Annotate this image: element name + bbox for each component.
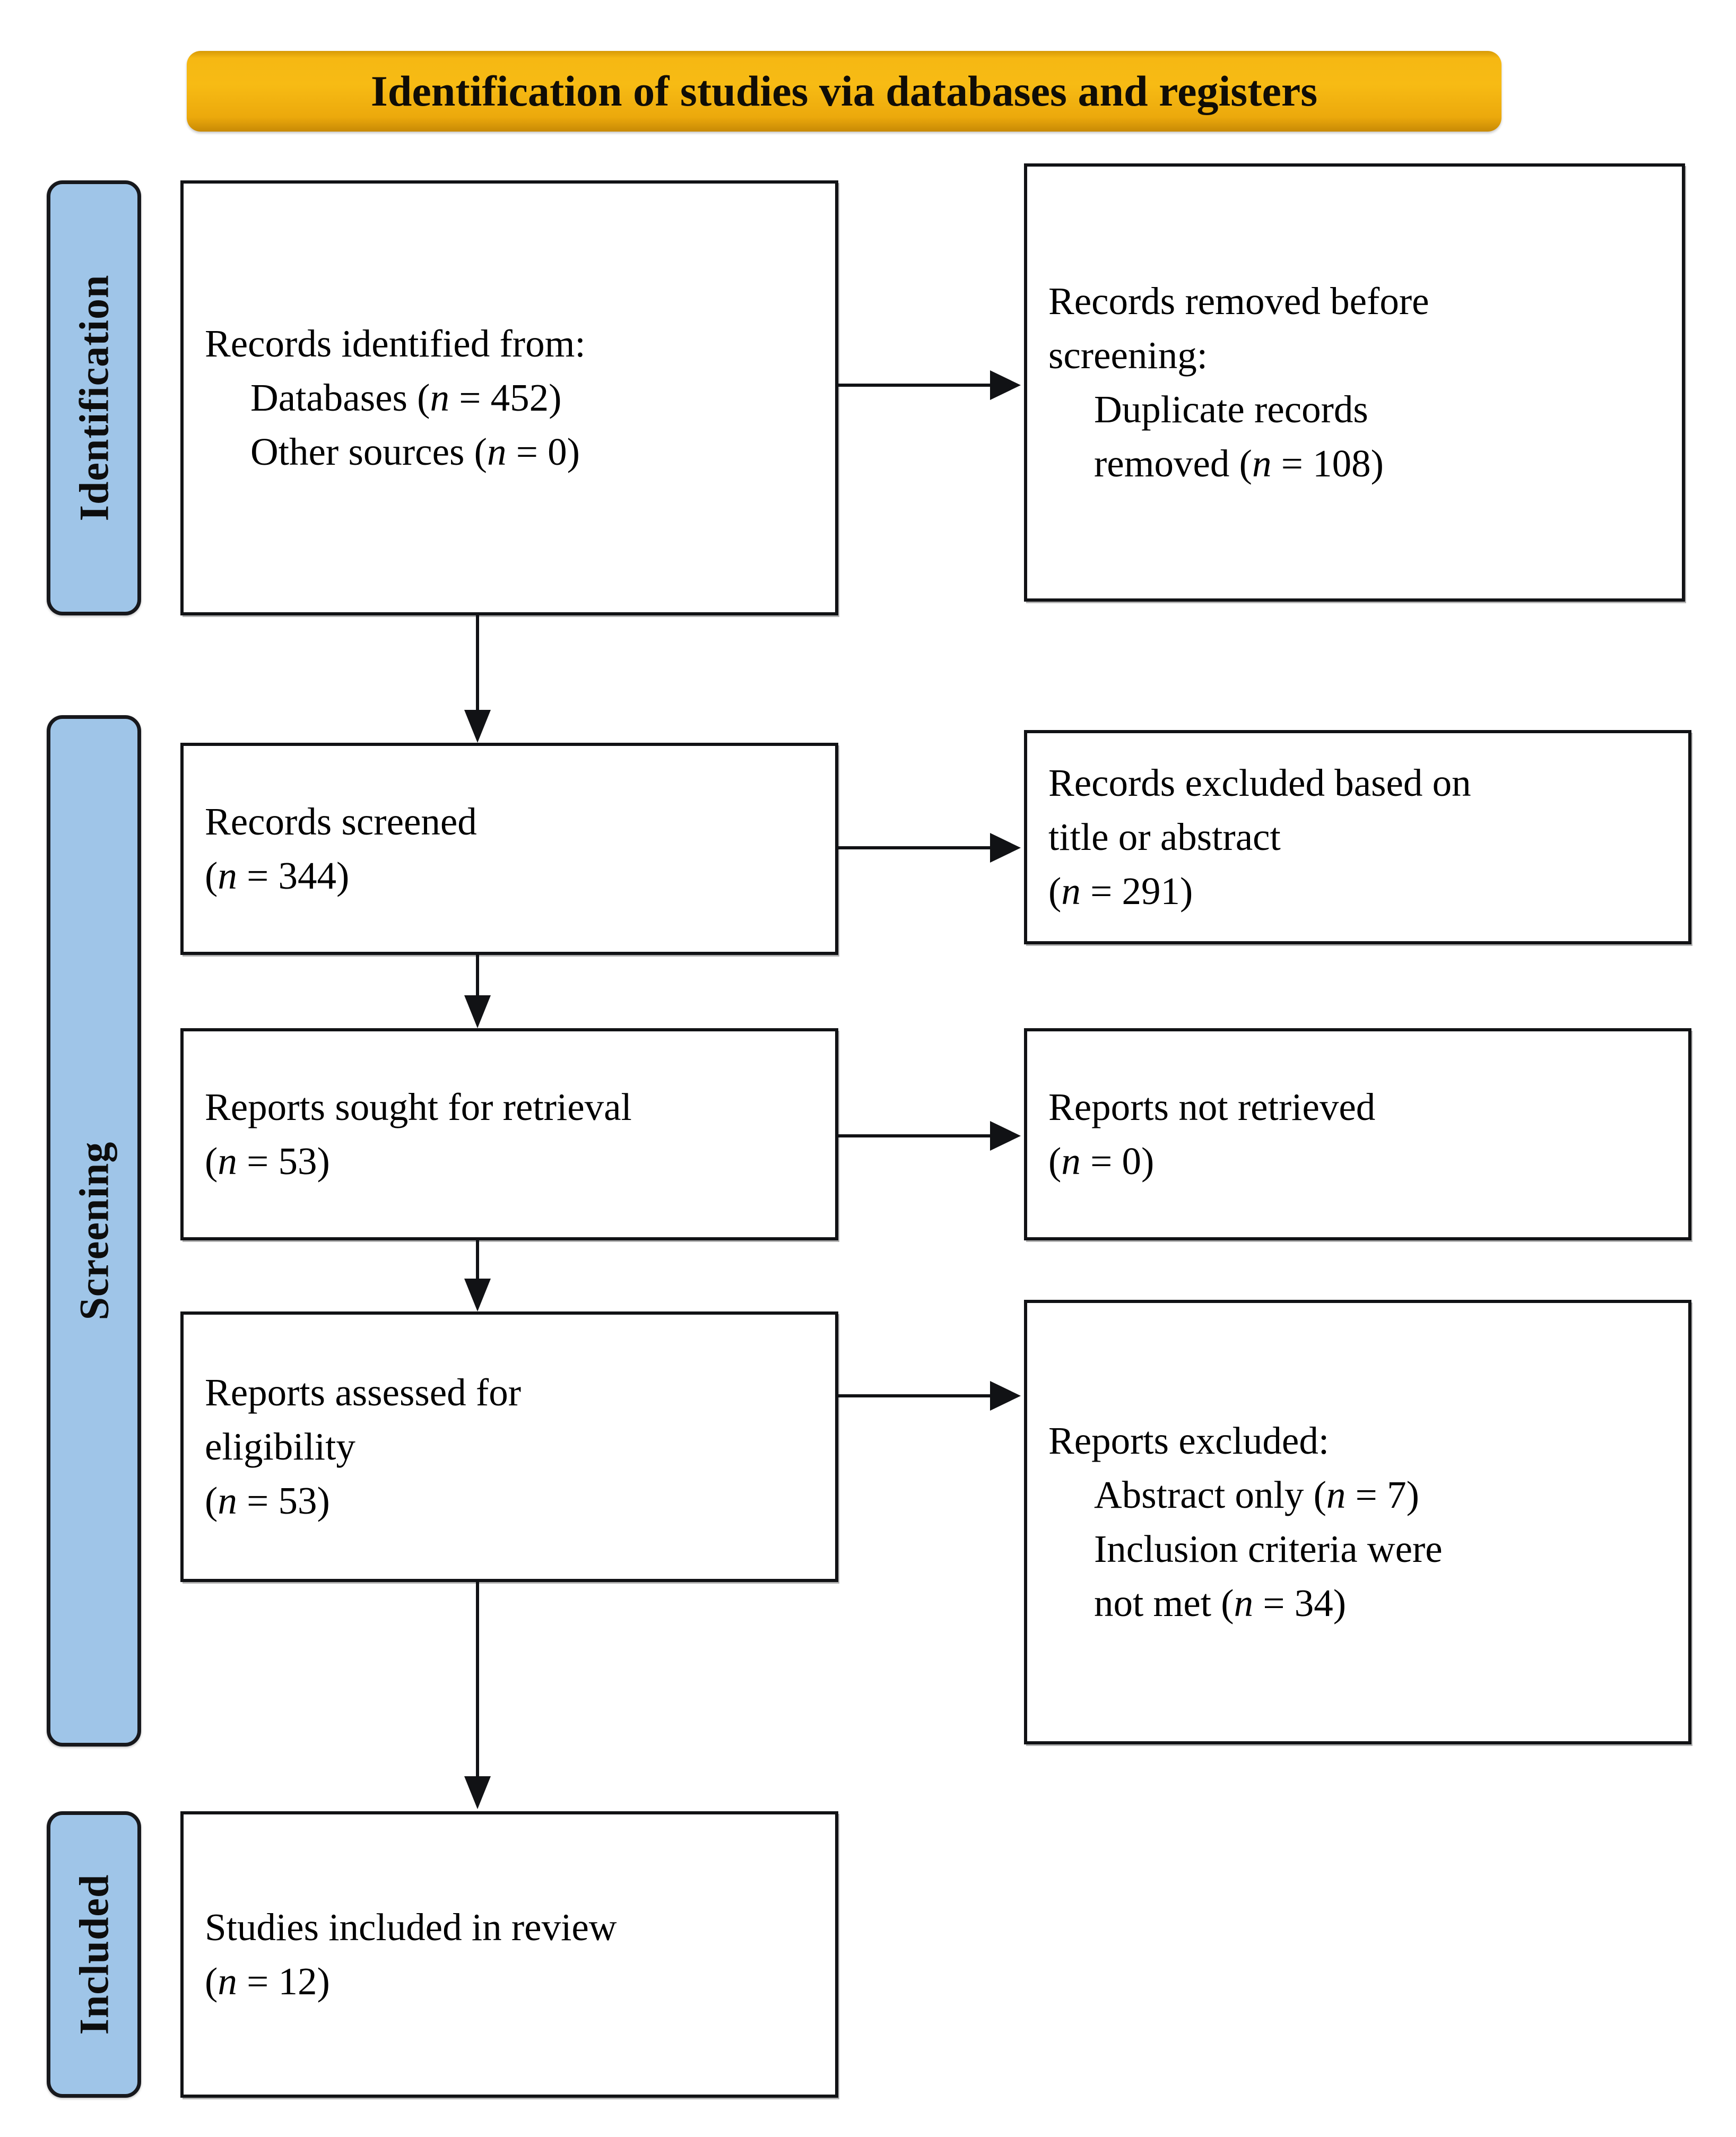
records-screened-count: (n = 344) (205, 854, 350, 897)
records-excluded-heading-2: title or abstract (1048, 815, 1281, 858)
reports-excluded-heading: Reports excluded: (1048, 1419, 1330, 1462)
reports-not-retrieved-heading: Reports not retrieved (1048, 1085, 1376, 1128)
box-records-identified: Records identified from: Databases (n = … (180, 180, 838, 615)
studies-included-count: (n = 12) (205, 1960, 330, 2003)
box-reports-sought-for-retrieval: Reports sought for retrieval (n = 53) (180, 1028, 838, 1240)
italic-n: n (1234, 1582, 1254, 1625)
italic-n: n (218, 854, 237, 897)
box-reports-assessed-for-eligibility: Reports assessed for eligibility (n = 53… (180, 1311, 838, 1582)
italic-n: n (430, 376, 449, 419)
phase-label-included: Included (47, 1811, 141, 2098)
records-identified-heading: Records identified from: (205, 322, 586, 365)
phase-label-screening: Screening (47, 715, 141, 1747)
phase-label-screening-text: Screening (71, 1141, 117, 1321)
reports-assessed-heading: Reports assessed for (205, 1370, 522, 1414)
records-excluded-count: (n = 291) (1048, 870, 1193, 913)
phase-label-identification: Identification (47, 180, 141, 615)
reports-excluded-abstract-only: Abstract only (n = 7) (1094, 1473, 1419, 1516)
records-identified-other-sources: Other sources (n = 0) (250, 430, 580, 474)
records-identified-databases: Databases (n = 452) (250, 376, 562, 419)
phase-label-included-text: Included (71, 1874, 117, 2035)
records-removed-duplicate-label: Duplicate records (1094, 388, 1368, 431)
reports-sought-count: (n = 53) (205, 1140, 330, 1183)
box-reports-excluded: Reports excluded: Abstract only (n = 7) … (1024, 1300, 1691, 1744)
reports-assessed-heading-cont: eligibility (205, 1424, 355, 1468)
box-records-excluded-title-abstract: Records excluded based on title or abstr… (1024, 730, 1691, 944)
reports-excluded-inclusion-criteria: Inclusion criteria were (1094, 1527, 1443, 1570)
reports-sought-heading: Reports sought for retrieval (205, 1085, 632, 1128)
records-excluded-heading-1: Records excluded based on (1048, 761, 1471, 804)
diagram-title: Identification of studies via databases … (370, 67, 1318, 115)
italic-n: n (1061, 1140, 1081, 1183)
reports-not-retrieved-count: (n = 0) (1048, 1140, 1155, 1183)
box-reports-not-retrieved: Reports not retrieved (n = 0) (1024, 1028, 1691, 1240)
box-records-screened: Records screened (n = 344) (180, 743, 838, 955)
reports-assessed-count: (n = 53) (205, 1479, 330, 1523)
italic-n: n (218, 1479, 237, 1523)
phase-label-identification-text: Identification (71, 274, 117, 522)
italic-n: n (1326, 1473, 1346, 1516)
records-removed-heading-2: screening: (1048, 333, 1208, 377)
italic-n: n (1061, 870, 1081, 913)
diagram-title-banner: Identification of studies via databases … (187, 51, 1501, 132)
reports-excluded-inclusion-criteria-count: not met (n = 34) (1094, 1582, 1347, 1625)
box-records-removed-before-screening: Records removed before screening: Duplic… (1024, 163, 1685, 602)
records-removed-duplicate-count: removed (n = 108) (1094, 442, 1384, 485)
italic-n: n (218, 1960, 237, 2003)
studies-included-heading: Studies included in review (205, 1905, 617, 1949)
italic-n: n (487, 430, 507, 474)
italic-n: n (1252, 442, 1272, 485)
records-removed-heading-1: Records removed before (1048, 279, 1429, 323)
box-studies-included-in-review: Studies included in review (n = 12) (180, 1811, 838, 2098)
italic-n: n (218, 1140, 237, 1183)
records-screened-heading: Records screened (205, 800, 477, 843)
